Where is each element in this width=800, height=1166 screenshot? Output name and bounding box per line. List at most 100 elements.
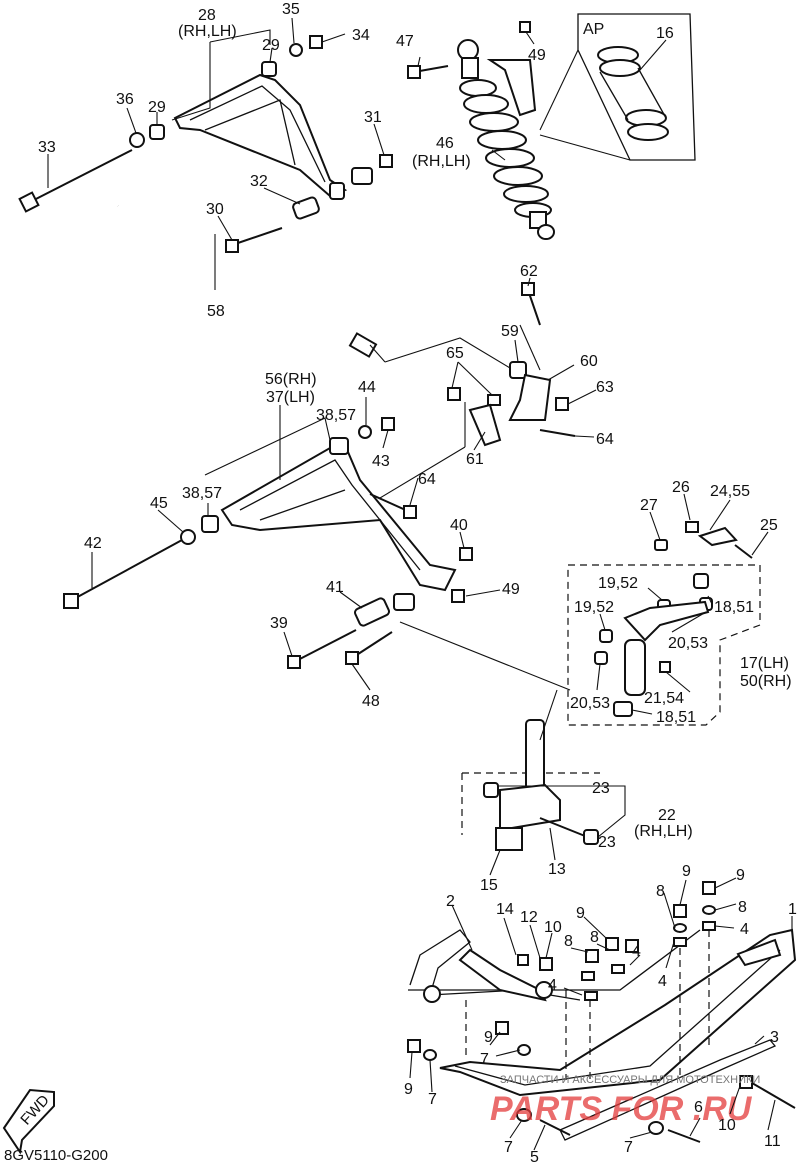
- callout-label: 46: [436, 135, 454, 152]
- callout-label: 3: [770, 1029, 779, 1046]
- callout-label: 8: [656, 883, 665, 900]
- callout-label: 64: [418, 471, 436, 488]
- callout-label: 19,52: [598, 575, 638, 592]
- callout-label: 35: [282, 1, 300, 18]
- callout-label: 8: [738, 899, 747, 916]
- callout-label: 17(LH): [740, 655, 789, 672]
- callout-label: 7: [504, 1139, 513, 1156]
- callout-labels: 28(RH,LH)35342929363133323058474946(RH,L…: [38, 1, 797, 1166]
- callout-label: 60: [580, 353, 598, 370]
- callout-label: 20,53: [668, 635, 708, 652]
- callout-label: 13: [548, 861, 566, 878]
- callout-label: 50(RH): [740, 673, 792, 690]
- watermark-logo: ЗАПЧАСТИ И АКСЕССУАРЫ ДЛЯ МОТОТЕХНИКИ PA…: [490, 1074, 760, 1128]
- steering-assembly: [399, 521, 761, 726]
- callout-label: 10: [718, 1117, 736, 1134]
- callout-label: 9: [736, 867, 745, 884]
- callout-label: 44: [358, 379, 376, 396]
- callout-label: 8: [564, 933, 573, 950]
- callout-label: 7: [480, 1051, 489, 1068]
- callout-label: 59: [501, 323, 519, 340]
- callout-label: 28: [198, 7, 216, 24]
- callout-label: 4: [658, 973, 667, 990]
- callout-label: 61: [466, 451, 484, 468]
- callout-label: 6: [694, 1099, 703, 1116]
- callout-label: 15: [480, 877, 498, 894]
- callout-label: 31: [364, 109, 382, 126]
- callout-label: 9: [404, 1081, 413, 1098]
- callout-label: 42: [84, 535, 102, 552]
- callout-label: 5: [530, 1149, 539, 1166]
- callout-label: 12: [520, 909, 538, 926]
- upper-arm-assembly: [18, 35, 393, 253]
- forward-arrow-icon: FWD: [2, 1088, 55, 1155]
- callout-label: 10: [544, 919, 562, 936]
- callout-label: 58: [207, 303, 225, 320]
- callout-label: 26: [672, 479, 690, 496]
- lower-arm-assembly: [63, 402, 473, 669]
- ap-spring-box: AP: [539, 13, 696, 161]
- callout-label: 62: [520, 263, 538, 280]
- callout-label: 43: [372, 453, 390, 470]
- watermark-tagline: ЗАПЧАСТИ И АКСЕССУАРЫ ДЛЯ МОТОТЕХНИКИ: [500, 1074, 760, 1086]
- callout-label: 1: [788, 901, 797, 918]
- callout-label: 9: [682, 863, 691, 880]
- callout-label: 7: [428, 1091, 437, 1108]
- callout-label: 27: [640, 497, 658, 514]
- callout-label: 41: [326, 579, 344, 596]
- callout-label: 49: [528, 47, 546, 64]
- callout-label: 8: [590, 929, 599, 946]
- callout-label: 47: [396, 33, 414, 50]
- callout-label: 18,51: [714, 599, 754, 616]
- callout-label: 34: [352, 27, 370, 44]
- callout-label: 40: [450, 517, 468, 534]
- callout-label: 14: [496, 901, 514, 918]
- callout-label: 20,53: [570, 695, 610, 712]
- callout-label: 64: [596, 431, 614, 448]
- callout-label: (RH,LH): [634, 823, 693, 840]
- callout-label: 11: [764, 1133, 781, 1150]
- callout-label: 4: [548, 977, 557, 994]
- spindle-assembly: [461, 689, 600, 851]
- callout-label: 29: [148, 99, 166, 116]
- callout-label: 49: [502, 581, 520, 598]
- callout-label: (RH,LH): [412, 153, 471, 170]
- callout-label: 2: [446, 893, 455, 910]
- callout-label: 19,52: [574, 599, 614, 616]
- callout-label: 7: [624, 1139, 633, 1156]
- callout-label: 38,57: [316, 407, 356, 424]
- callout-label: 4: [632, 943, 641, 960]
- callout-label: 18,51: [656, 709, 696, 726]
- callout-label: 56(RH): [265, 371, 317, 388]
- diagram-code: 8GV5110-G200: [4, 1147, 108, 1164]
- callout-label: 65: [446, 345, 464, 362]
- callout-label: 25: [760, 517, 778, 534]
- callout-label: 4: [740, 921, 749, 938]
- watermark-brand: PARTS FOR .RU: [490, 1090, 753, 1128]
- callout-label: 39: [270, 615, 288, 632]
- callout-label: 33: [38, 139, 56, 156]
- callout-label: 37(LH): [266, 389, 315, 406]
- ski-assembly: [407, 881, 797, 1143]
- callout-label: 16: [656, 25, 674, 42]
- ap-label: AP: [583, 21, 604, 38]
- callout-label: 32: [250, 173, 268, 190]
- callout-label: 24,55: [710, 483, 750, 500]
- callout-label: (RH,LH): [178, 23, 237, 40]
- callout-label: 48: [362, 693, 380, 710]
- callout-label: 9: [576, 905, 585, 922]
- callout-label: 21,54: [644, 690, 684, 707]
- callout-label: 23: [592, 780, 610, 797]
- callout-label: 9: [484, 1029, 493, 1046]
- callout-label: 23: [598, 834, 616, 851]
- callout-label: 38,57: [182, 485, 222, 502]
- callout-label: 29: [262, 37, 280, 54]
- callout-label: 45: [150, 495, 168, 512]
- linkage-assembly: [369, 282, 576, 447]
- leader-lines: [47, 17, 793, 1151]
- callout-label: 30: [206, 201, 224, 218]
- shaft-58: [117, 204, 378, 358]
- callout-label: 36: [116, 91, 134, 108]
- callout-label: 63: [596, 379, 614, 396]
